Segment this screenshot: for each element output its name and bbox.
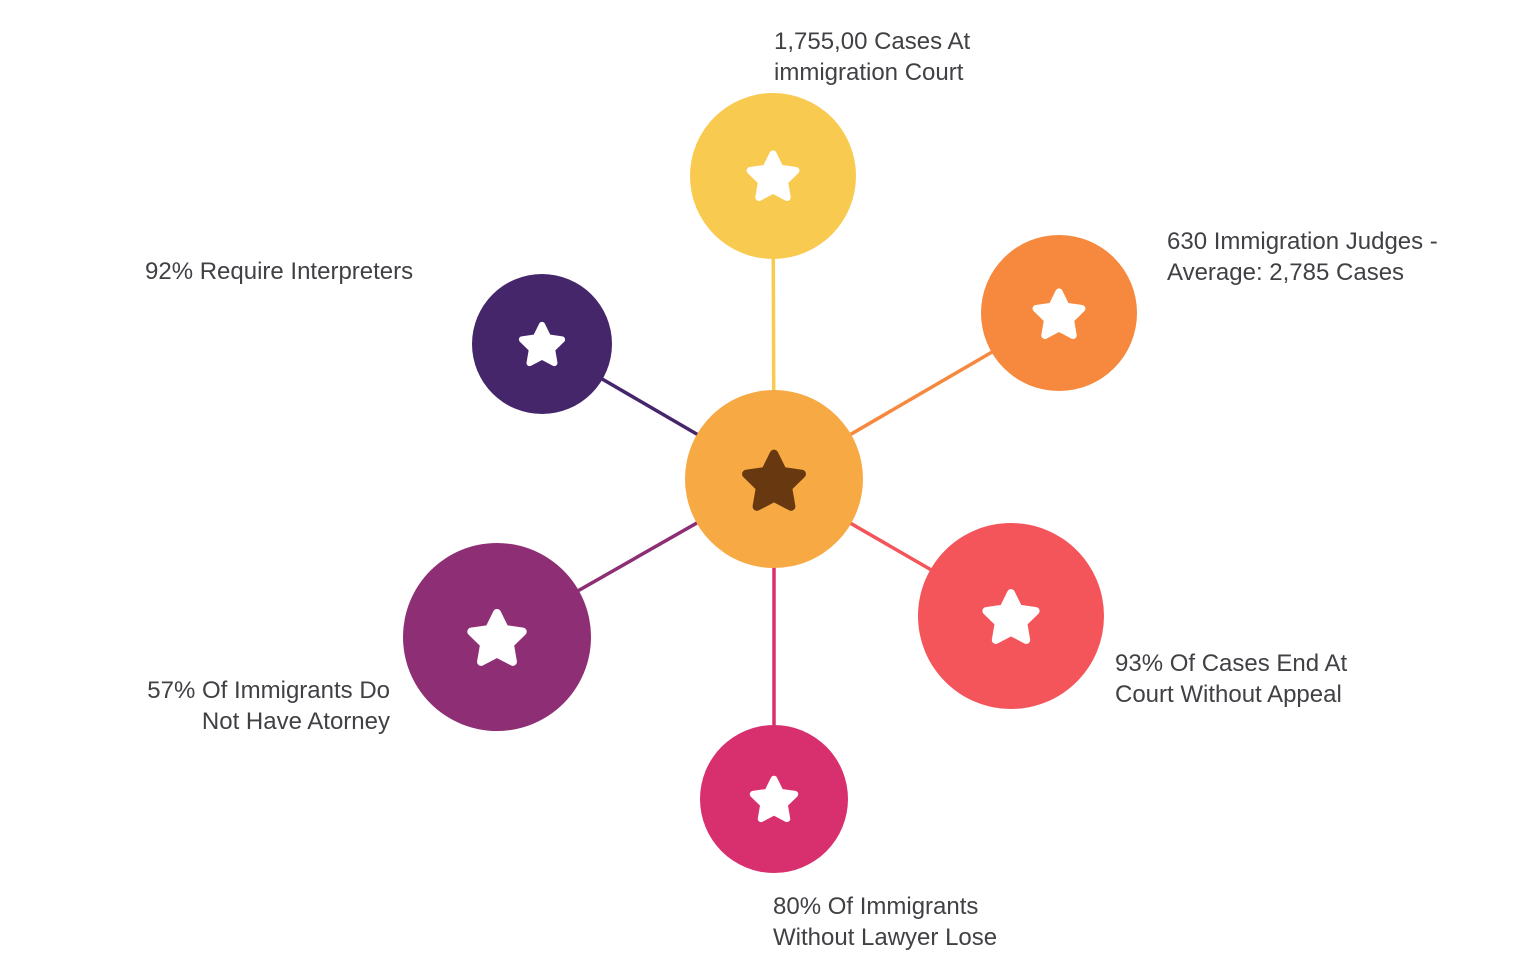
label-attorney-line-2: Not Have Atorney — [201, 708, 390, 735]
label-appeal-line-2: Court Without Appeal — [1115, 681, 1342, 708]
label-cases-line-1: 1,755,00 Cases At — [774, 28, 971, 55]
label-lose: 80% Of Immigrants Without Lawyer Lose — [773, 891, 997, 953]
center-star-icon — [742, 449, 806, 511]
judges-star-icon — [1032, 288, 1086, 340]
label-lose-line-2: Without Lawyer Lose — [773, 924, 998, 951]
star-icons — [467, 150, 1086, 823]
lose-star-icon — [749, 775, 799, 823]
label-cases-line-2: immigration Court — [774, 59, 964, 86]
attorney-star-icon — [467, 608, 527, 666]
label-judges: 630 Immigration Judges - Average: 2,785 … — [1167, 226, 1438, 288]
cases-star-icon — [746, 150, 800, 202]
interpreters-star-icon — [518, 321, 566, 367]
label-attorney-line-1: 57% Of Immigrants Do — [147, 677, 390, 704]
label-judges-line-2: Average: 2,785 Cases — [1167, 259, 1405, 286]
label-attorney: 57% Of Immigrants Do Not Have Atorney — [147, 675, 390, 737]
label-interpreters-line-1: 92% Require Interpreters — [145, 258, 414, 285]
label-judges-line-1: 630 Immigration Judges - — [1167, 228, 1438, 255]
label-appeal: 93% Of Cases End At Court Without Appeal — [1115, 648, 1347, 710]
label-cases: 1,755,00 Cases At immigration Court — [774, 26, 970, 88]
label-appeal-line-1: 93% Of Cases End At — [1115, 650, 1348, 677]
label-lose-line-1: 80% Of Immigrants — [773, 893, 979, 920]
label-interpreters: 92% Require Interpreters — [145, 256, 413, 287]
appeal-star-icon — [982, 589, 1040, 644]
